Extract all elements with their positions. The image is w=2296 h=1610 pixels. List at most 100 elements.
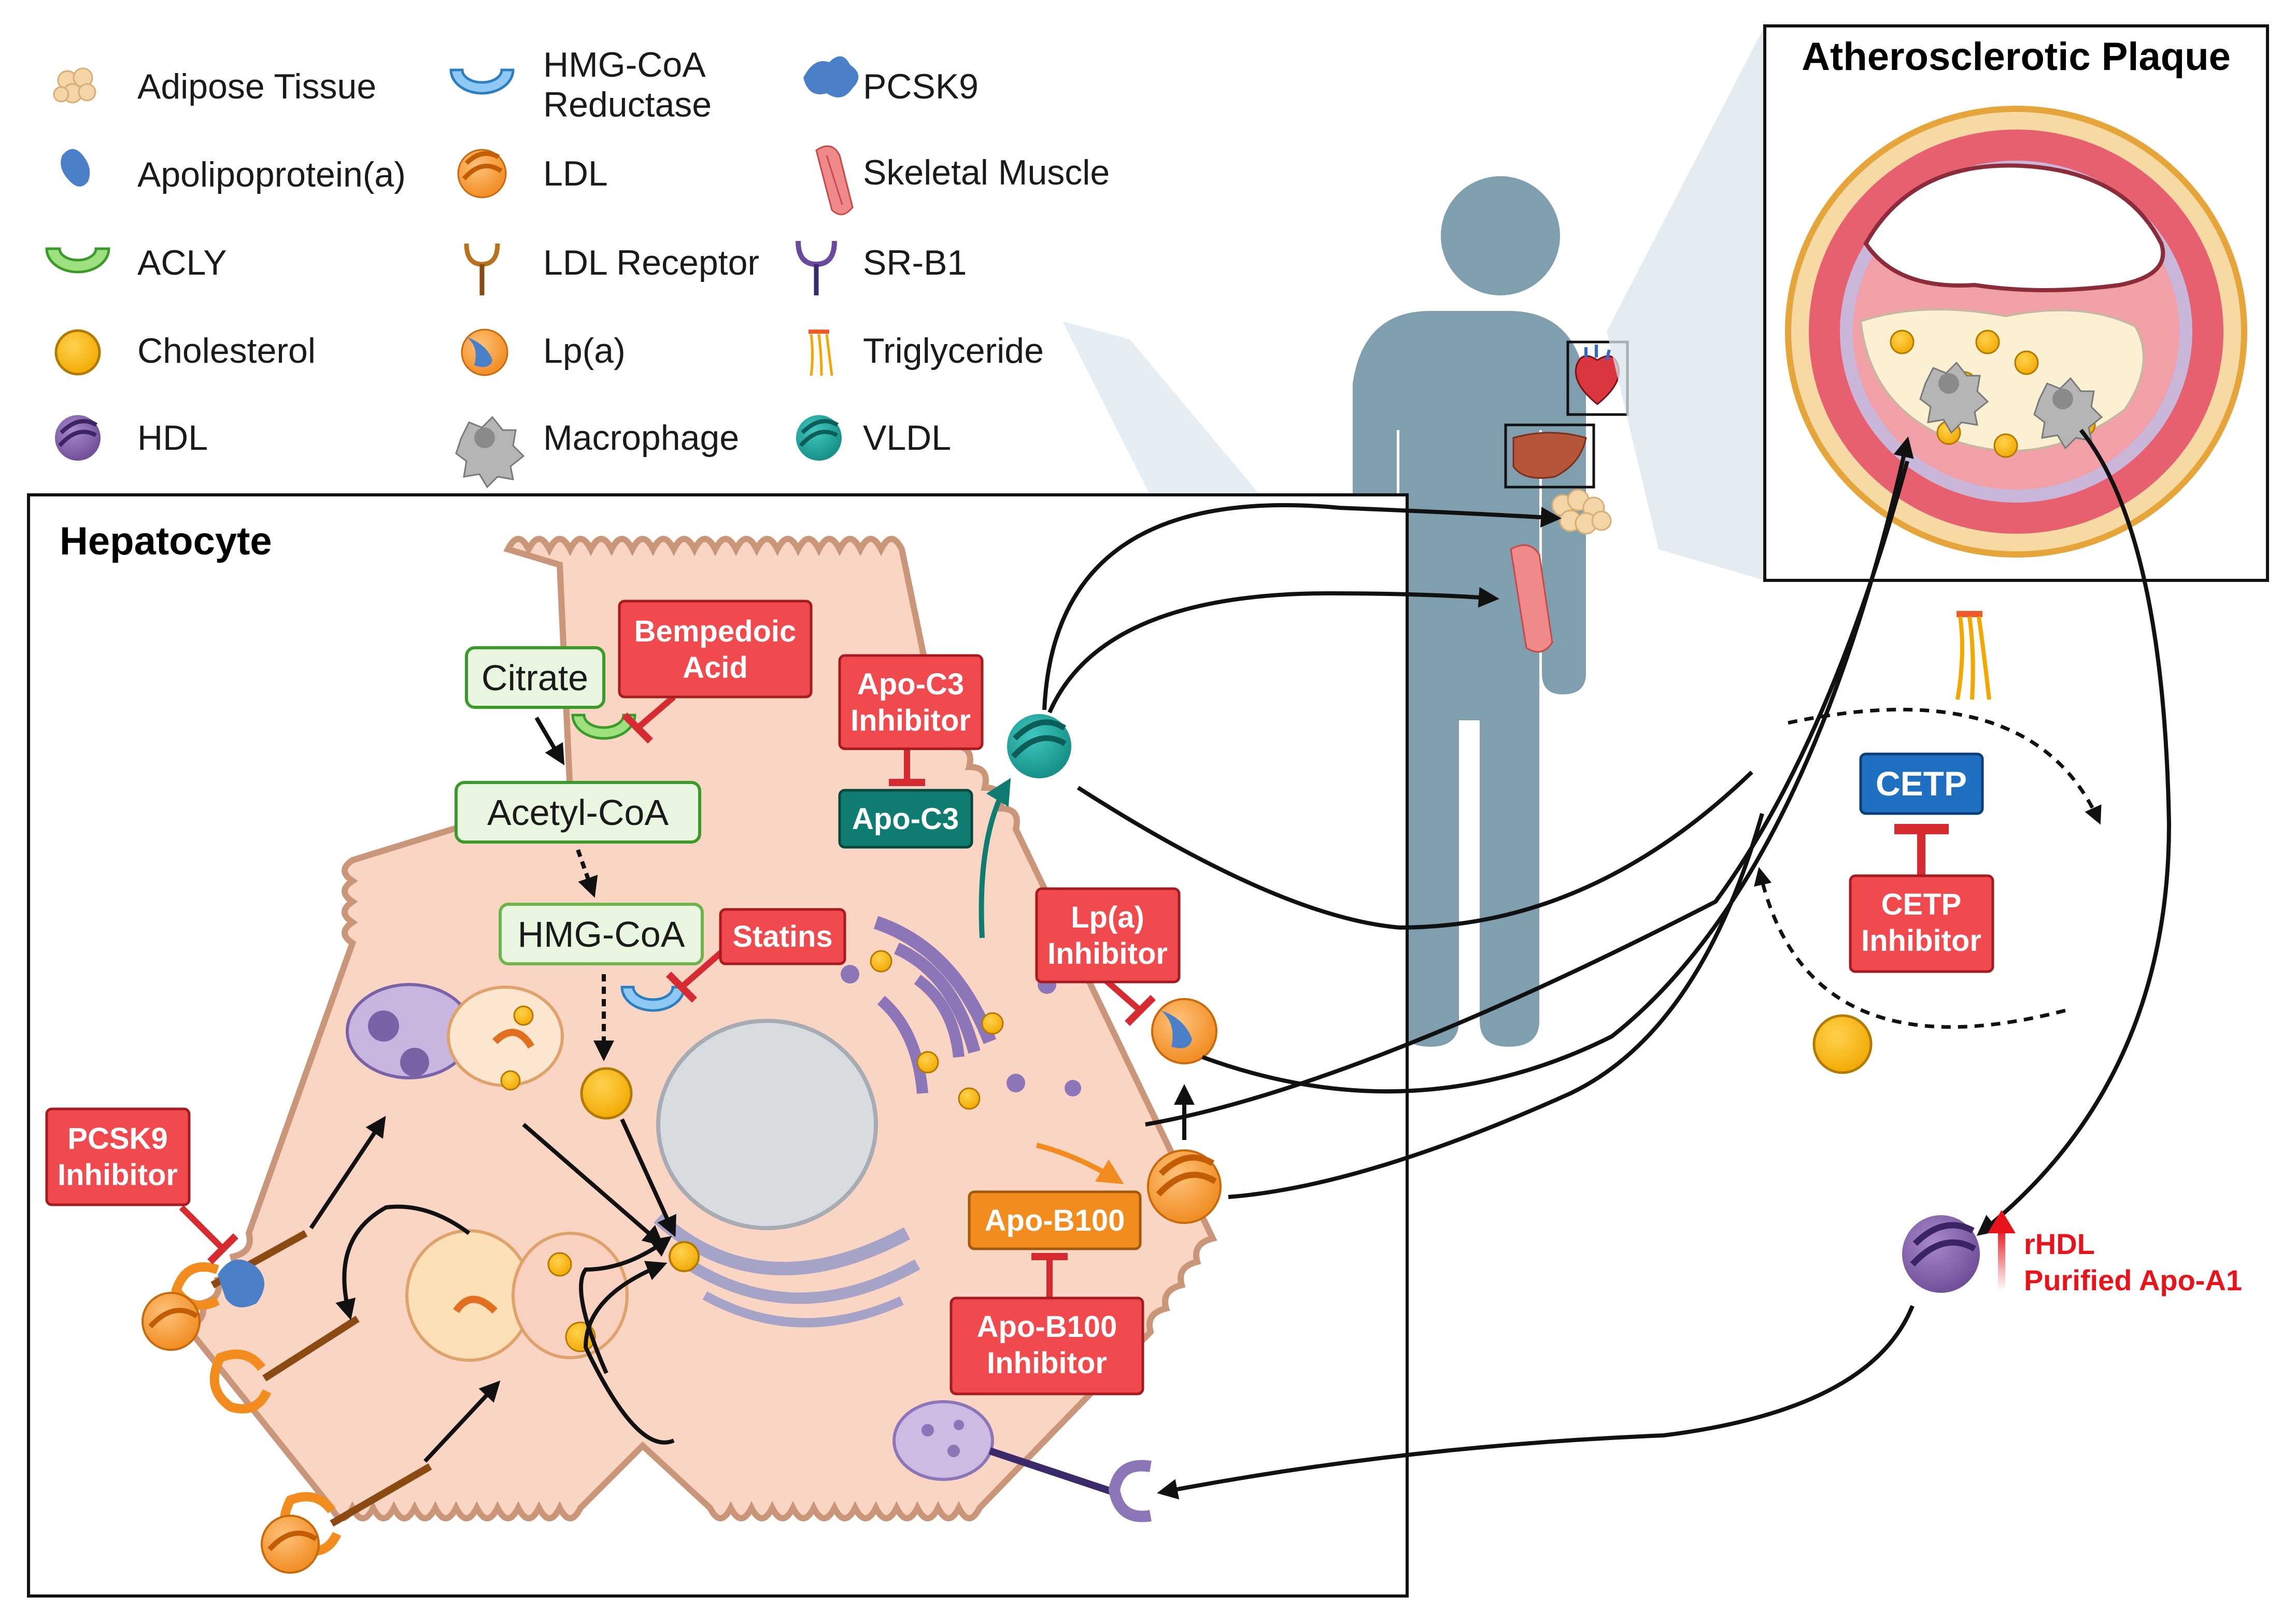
body-adipose-icon <box>1551 489 1612 535</box>
apob100-inh-label-2: Inhibitor <box>987 1346 1107 1380</box>
cetp-box <box>1859 752 1984 815</box>
lpa-inh-label-1: Lp(a) <box>1071 901 1144 934</box>
legend-macrophage-label: Macrophage <box>543 418 739 458</box>
acetyl-coa-label: Acetyl-CoA <box>487 792 669 833</box>
ldl-receptor-icon <box>464 243 500 295</box>
legend-skeletal-muscle-label: Skeletal Muscle <box>863 153 1110 192</box>
vldl-particle <box>1007 714 1071 778</box>
acly-icon <box>45 247 110 274</box>
pcsk9-inhibitor: PCSK9 Inhibitor <box>45 1107 191 1206</box>
cetp-label: CETP <box>1876 764 1967 803</box>
legend-ldl-receptor-label: LDL Receptor <box>543 243 759 282</box>
triglyceride-icon <box>809 330 833 376</box>
legend-lpa-label: Lp(a) <box>543 331 626 371</box>
transfer-cholesterol <box>1812 1014 1873 1074</box>
apo-c3-box <box>838 789 973 849</box>
endoplasmic-reticulum <box>654 1213 911 1276</box>
legend-hdl-label: HDL <box>137 418 208 458</box>
liver-icon <box>1512 432 1587 479</box>
systemic-arrows <box>1042 429 2172 1500</box>
legend-cholesterol-label: Cholesterol <box>137 331 316 371</box>
cetp-inh-label-1: CETP <box>1881 888 1962 921</box>
ldl-receptor-bound <box>261 1463 432 1574</box>
apo-b100-inhibitor: Apo-B100 Inhibitor <box>949 1296 1144 1395</box>
macrophage-icon <box>455 416 525 489</box>
hdl-lysosome <box>892 1400 994 1481</box>
lpa-inh-label-2: Inhibitor <box>1047 937 1168 971</box>
ldl-receptor-empty <box>209 1316 360 1414</box>
nucleus <box>656 1019 878 1230</box>
er-cholesterol <box>669 1241 700 1272</box>
pcsk9-icon <box>803 56 859 97</box>
apob100-inh-label-1: Apo-B100 <box>977 1310 1117 1344</box>
plaque-title: Atherosclerotic Plaque <box>1802 35 2231 79</box>
intracellular-arrows <box>309 716 1195 1463</box>
legend: Adipose Tissue Apolipoprotein(a) ACLY Ch… <box>45 45 1110 489</box>
hmg-coa-label: HMG-CoA <box>518 914 685 954</box>
endosome-upper <box>346 983 564 1091</box>
legend-hmgcoa-red-label-2: Reductase <box>543 85 712 124</box>
cholesterol-icon <box>54 329 101 376</box>
statins-label: Statins <box>732 920 832 953</box>
ldl-receptor-with-pcsk9 <box>141 1230 308 1351</box>
cetp-inh-label-2: Inhibitor <box>1861 924 1981 958</box>
acetyl-coa-box <box>455 781 701 844</box>
apo-b100-label: Apo-B100 <box>985 1204 1125 1237</box>
lpa-particle <box>1151 998 1217 1064</box>
rhdl-label: rHDL <box>2024 1228 2095 1260</box>
legend-adipose-label: Adipose Tissue <box>137 67 376 106</box>
increase-arrow-head <box>1988 1210 2016 1233</box>
legend-triglyceride-label: Triglyceride <box>863 331 1044 371</box>
lpa-inhibitor: Lp(a) Inhibitor <box>1035 887 1181 984</box>
hdl-icon <box>55 415 101 461</box>
cetp-inhibitor: CETP Inhibitor <box>1849 874 1994 973</box>
ldl-icon <box>457 149 507 198</box>
apo-b100-box <box>968 1190 1142 1250</box>
apo-c3-label: Apo-C3 <box>852 802 959 836</box>
plaque-macrophage-1 <box>1919 361 1989 434</box>
citrate-label: Citrate <box>481 658 588 698</box>
adipose-tissue-icon <box>53 67 96 104</box>
bempedoic-label-1: Bempedoic <box>634 615 797 648</box>
plaque-macrophage-2 <box>2033 377 2103 450</box>
pcsk9-inh-label-1: PCSK9 <box>67 1122 167 1156</box>
plaque-panel: Atherosclerotic Plaque <box>1607 24 2269 582</box>
heart-icon <box>1575 355 1620 405</box>
sr-b1-receptor <box>988 1447 1152 1522</box>
liver-box <box>1504 423 1595 489</box>
apolipoprotein-a-icon <box>61 149 90 187</box>
hmg-coa-reductase-icon <box>449 68 515 95</box>
statins-inhibitor: Statins <box>719 908 846 965</box>
skeletal-muscle-icon <box>815 145 854 216</box>
legend-vldl-label: VLDL <box>863 418 951 458</box>
legend-apoa-label: Apolipoprotein(a) <box>137 155 406 194</box>
body-muscle-icon <box>1510 544 1553 653</box>
ldl-particle <box>1147 1149 1222 1224</box>
body-head <box>1441 176 1560 295</box>
apoc3-inh-label-2: Inhibitor <box>851 704 971 737</box>
hmg-coa-box <box>499 903 704 965</box>
purified-apo-a1-label: Purified Apo-A1 <box>2024 1264 2242 1296</box>
vldl-icon <box>796 415 842 461</box>
body-torso <box>1353 311 1586 1047</box>
golgi-apparatus <box>841 916 1081 1110</box>
increase-arrow <box>1998 1228 2005 1290</box>
lpa-icon <box>461 329 508 376</box>
legend-hmgcoa-red-label-1: HMG-CoA <box>543 45 706 84</box>
cytoplasm-cholesterol <box>580 1067 633 1120</box>
sr-b1-icon <box>796 240 837 295</box>
legend-ldl-label: LDL <box>543 154 608 193</box>
legend-acly-label: ACLY <box>137 243 227 282</box>
hepatocyte-title: Hepatocyte <box>60 519 272 563</box>
legend-srb1-label: SR-B1 <box>863 243 967 282</box>
bempedoic-acid-inhibitor: Bempedoic Acid <box>618 600 813 699</box>
transfer-triglyceride <box>1955 611 1991 700</box>
bempedoic-label-2: Acid <box>683 651 748 685</box>
apo-c3-inhibitor: Apo-C3 Inhibitor <box>838 654 984 750</box>
citrate-box <box>465 646 605 709</box>
legend-pcsk9-label: PCSK9 <box>863 67 979 106</box>
circulating-hdl <box>1902 1215 1980 1293</box>
pcsk9-inh-label-2: Inhibitor <box>58 1158 178 1192</box>
apoc3-inh-label-1: Apo-C3 <box>857 667 964 701</box>
